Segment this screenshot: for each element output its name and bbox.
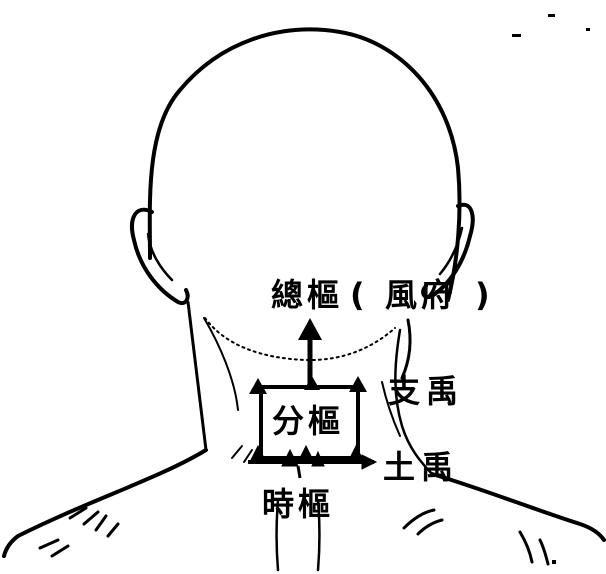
speck (548, 14, 555, 17)
bottom-arrows (248, 446, 376, 478)
shading-stroke (232, 446, 252, 462)
arrow-head-bottom-b (298, 446, 314, 462)
label-feng-fu: 風府 (385, 276, 457, 314)
left-shoulder (4, 450, 206, 556)
arrow-head-top-center (304, 376, 320, 390)
speck (552, 560, 556, 564)
shading-stroke (404, 510, 442, 534)
label-fen-shu: 分樞 (272, 402, 344, 440)
neck-left-muscle (204, 318, 238, 410)
arrow-up-head (298, 318, 322, 340)
label-tu-yu: 土禹 (383, 448, 459, 486)
arrow-head-bottom-left (250, 446, 266, 462)
shading-stroke (40, 540, 68, 556)
label-paren-close: ) (475, 276, 490, 314)
label-zong-shu: 總樞 (271, 276, 343, 314)
shading-stroke (520, 532, 548, 564)
label-shi-shu: 時樞 (262, 485, 334, 523)
speck (512, 34, 521, 37)
label-zhi-yu: 支禹 (388, 372, 464, 410)
specks (512, 14, 590, 564)
neck-left-line (188, 302, 206, 450)
speck (586, 28, 590, 31)
arrow-tail (298, 466, 300, 478)
shading-stroke (70, 508, 118, 536)
left-ear (132, 210, 188, 303)
arrow-head-right (362, 455, 376, 469)
head-outline (150, 29, 460, 300)
arrow-head-top-right (349, 376, 367, 392)
label-paren-open: ( (350, 276, 365, 314)
neck-right-muscle-b (402, 320, 410, 378)
